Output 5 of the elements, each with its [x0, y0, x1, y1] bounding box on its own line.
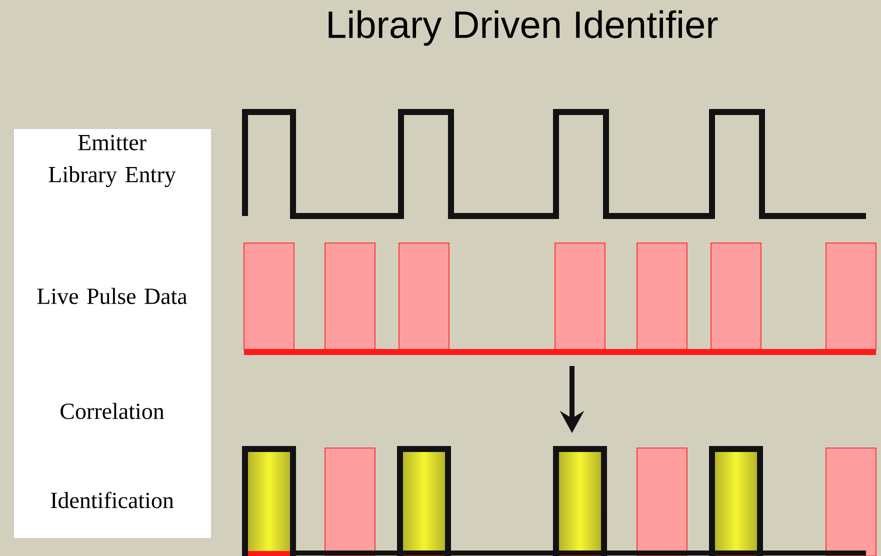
row-label: Emitter Library Entry — [48, 134, 176, 188]
title: Library Driven Identifier — [328, 10, 718, 46]
row-label: Identification — [50, 492, 174, 508]
row-label: Correlation — [60, 402, 164, 420]
row-label: Live Pulse Data — [37, 288, 188, 304]
